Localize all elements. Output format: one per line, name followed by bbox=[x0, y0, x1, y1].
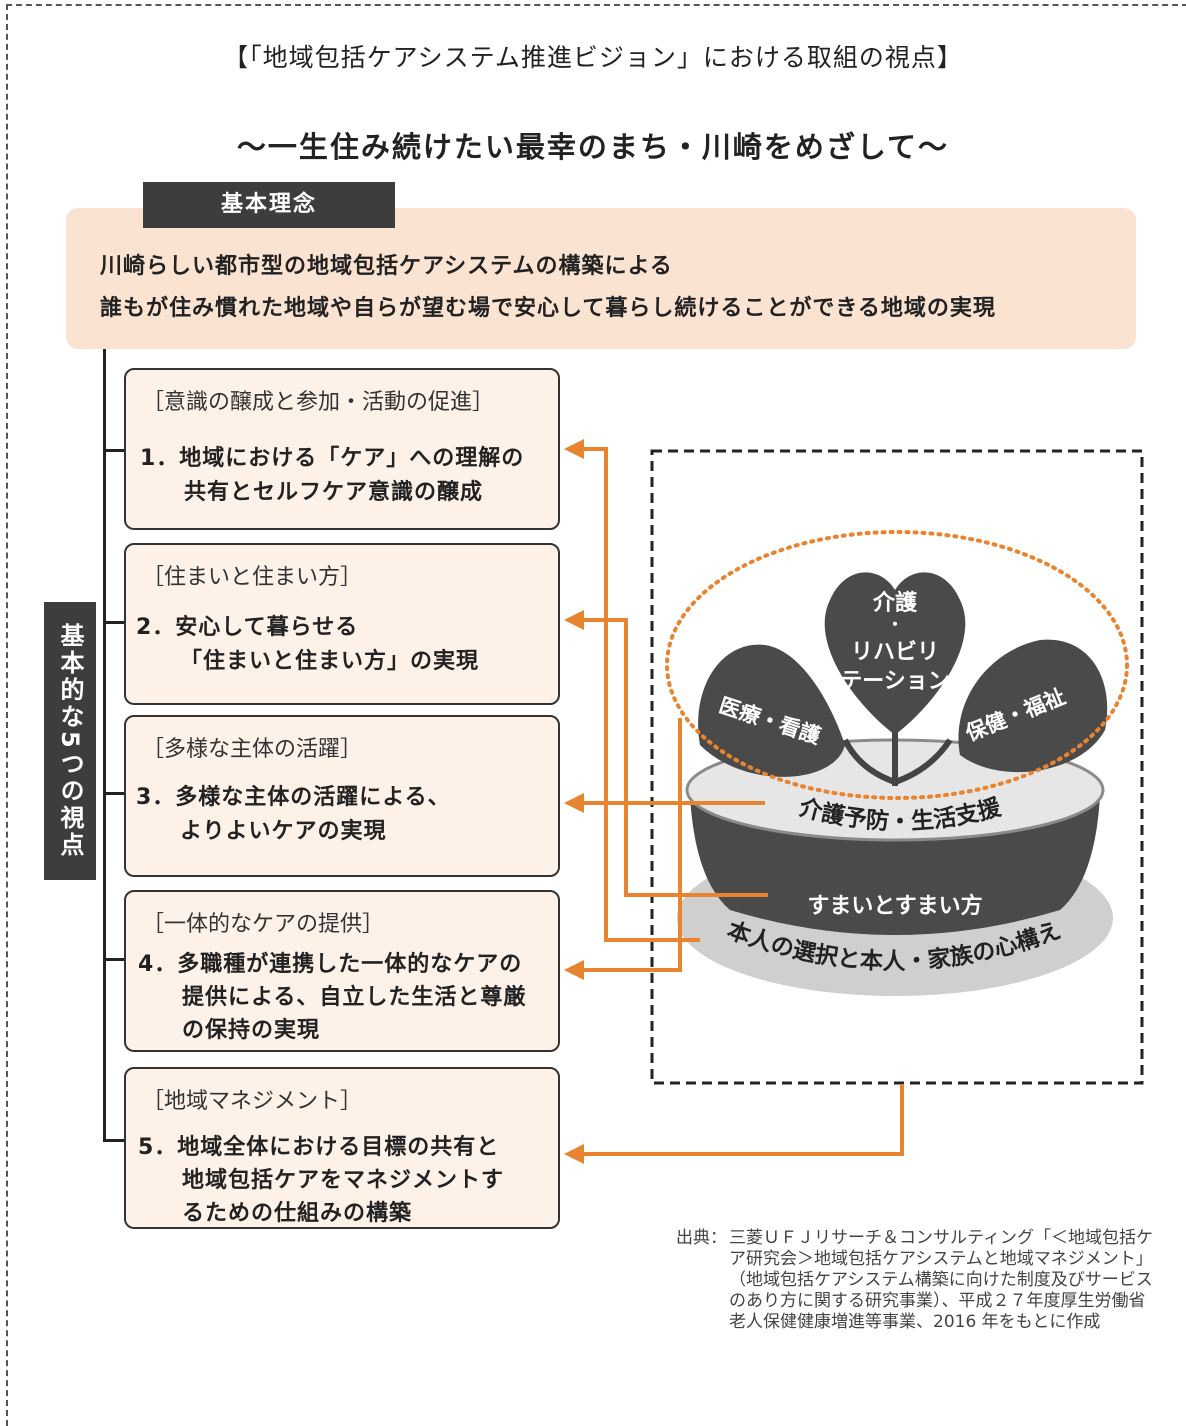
leaf-left bbox=[698, 644, 845, 777]
perspective-text: よりよいケアの実現 bbox=[180, 819, 387, 844]
perspective-text: るための仕組みの構築 bbox=[182, 1201, 413, 1226]
branch-line-2 bbox=[103, 621, 127, 624]
source-lead: 出典： bbox=[676, 1228, 727, 1248]
leaves-dotted-ellipse bbox=[665, 530, 1129, 800]
philosophy-line-1: 川崎らしい都市型の地域包括ケアシステムの構築による bbox=[100, 254, 673, 279]
plant-dashed-frame bbox=[650, 449, 1144, 1085]
page-subtitle: 〜一生住み続けたい最幸のまち・川崎をめざして〜 bbox=[236, 130, 950, 164]
perspective-box-1: ［意識の醸成と参加・活動の促進］ 1．地域における「ケア」への理解の 共有とセル… bbox=[124, 368, 560, 530]
leaf-center-text: リハビリ bbox=[851, 640, 939, 665]
perspective-category: ［住まいと住まい方］ bbox=[142, 565, 363, 590]
philosophy-label: 基本理念 bbox=[143, 182, 395, 228]
perspectives-label: 基本的な5つの視点 bbox=[44, 602, 96, 880]
perspectives-trunk-line bbox=[103, 349, 106, 1141]
branch-line-4 bbox=[103, 958, 127, 961]
leaf-center bbox=[824, 572, 966, 735]
philosophy-line-2: 誰もが住み慣れた地域や自らが望む場で安心して暮らし続けることができる地域の実現 bbox=[100, 296, 996, 321]
perspective-text: 提供による、自立した生活と尊厳 bbox=[182, 985, 527, 1010]
branch-line-3 bbox=[103, 792, 127, 795]
leaf-right bbox=[958, 639, 1108, 773]
perspective-category: ［意識の醸成と参加・活動の促進］ bbox=[142, 390, 495, 415]
perspective-text: の保持の実現 bbox=[182, 1018, 321, 1043]
perspective-text: 2．安心して暮らせる bbox=[136, 615, 359, 640]
leaf-center-text: 介護 bbox=[872, 590, 918, 616]
branch-line-1 bbox=[103, 449, 127, 452]
perspective-text: 4．多職種が連携した一体的なケアの bbox=[138, 952, 523, 977]
perspective-box-2: ［住まいと住まい方］ 2．安心して暮らせる 「住まいと住まい方」の実現 bbox=[124, 543, 560, 705]
source-body: 三菱ＵＦＪリサーチ＆コンサルティング「＜地域包括ケア研究会＞地域包括ケアシステム… bbox=[729, 1228, 1153, 1332]
perspective-category: ［一体的なケアの提供］ bbox=[142, 912, 385, 937]
perspective-text: 共有とセルフケア意識の醸成 bbox=[184, 480, 484, 505]
philosophy-box bbox=[66, 208, 1136, 349]
leaf-center-text: ・ bbox=[887, 615, 903, 634]
arrow-to-perspective-1 bbox=[564, 439, 700, 942]
perspective-box-5: ［地域マネジメント］ 5．地域全体における目標の共有と 地域包括ケアをマネジメン… bbox=[124, 1067, 560, 1229]
arrow-to-perspective-4 bbox=[564, 718, 682, 980]
perspective-text: 3．多様な主体の活躍による、 bbox=[136, 785, 451, 810]
perspective-box-4: ［一体的なケアの提供］ 4．多職種が連携した一体的なケアの 提供による、自立した… bbox=[124, 890, 560, 1052]
perspective-text: 地域包括ケアをマネジメントす bbox=[182, 1168, 505, 1193]
leaf-center-text: テーション bbox=[840, 669, 950, 694]
branch-line-5 bbox=[103, 1139, 127, 1142]
perspective-category: ［多様な主体の活躍］ bbox=[142, 737, 363, 762]
arrow-to-perspective-2 bbox=[564, 610, 768, 897]
perspective-text: 1．地域における「ケア」への理解の bbox=[140, 446, 525, 471]
perspective-box-3: ［多様な主体の活躍］ 3．多様な主体の活躍による、 よりよいケアの実現 bbox=[124, 715, 560, 877]
pot-text: すまいとすまい方 bbox=[807, 893, 982, 919]
outer-dashed-frame bbox=[6, 4, 1186, 1426]
arrow-to-perspective-5 bbox=[564, 1084, 904, 1164]
perspective-text: 5．地域全体における目標の共有と bbox=[138, 1135, 500, 1160]
page-title: 【「地域包括ケアシステム推進ビジョン」における取組の視点】 bbox=[223, 43, 963, 72]
perspective-category: ［地域マネジメント］ bbox=[142, 1089, 363, 1114]
perspective-text: 「住まいと住まい方」の実現 bbox=[180, 649, 480, 674]
